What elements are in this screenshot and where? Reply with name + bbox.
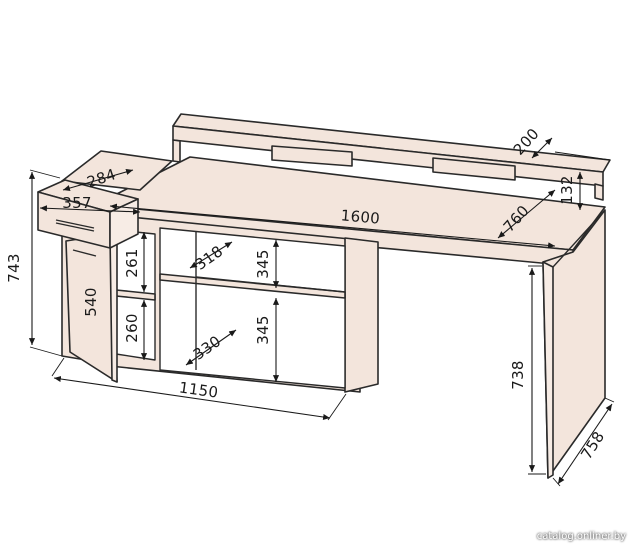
- watermark-text: catalog.onliner.by: [536, 531, 626, 542]
- dim-drawer-gap-lower: 260: [123, 300, 148, 360]
- dim-desk-width: 1600: [109, 203, 556, 249]
- dim-label-738: 738: [509, 360, 527, 390]
- dim-label-758: 758: [577, 428, 608, 463]
- dim-label-357: 357: [62, 194, 92, 212]
- dim-leg-height: 738: [509, 265, 546, 475]
- dim-total-height: 743: [5, 169, 63, 357]
- dim-drawer-gap-upper: 261: [123, 232, 148, 292]
- dim-label-260: 260: [123, 313, 141, 343]
- dim-door-height: 540: [82, 287, 100, 317]
- dim-label-540: 540: [82, 287, 100, 317]
- top-riser-shelf: [172, 113, 611, 201]
- dim-shelf-height-upper: 345: [254, 240, 280, 288]
- dim-label-261: 261: [123, 248, 141, 278]
- dim-label-1600: 1600: [340, 206, 381, 227]
- dim-label-132: 132: [558, 175, 576, 205]
- dim-label-1150: 1150: [178, 378, 219, 401]
- dim-cabinet-width: 1150: [51, 357, 347, 421]
- dim-shelf-height-lower: 345: [254, 298, 280, 382]
- dim-label-345-lower: 345: [254, 315, 272, 345]
- dim-riser-height: 132: [558, 172, 584, 210]
- dim-label-743: 743: [5, 253, 23, 283]
- left-cabinet: [61, 150, 379, 393]
- dim-label-345-upper: 345: [254, 249, 272, 279]
